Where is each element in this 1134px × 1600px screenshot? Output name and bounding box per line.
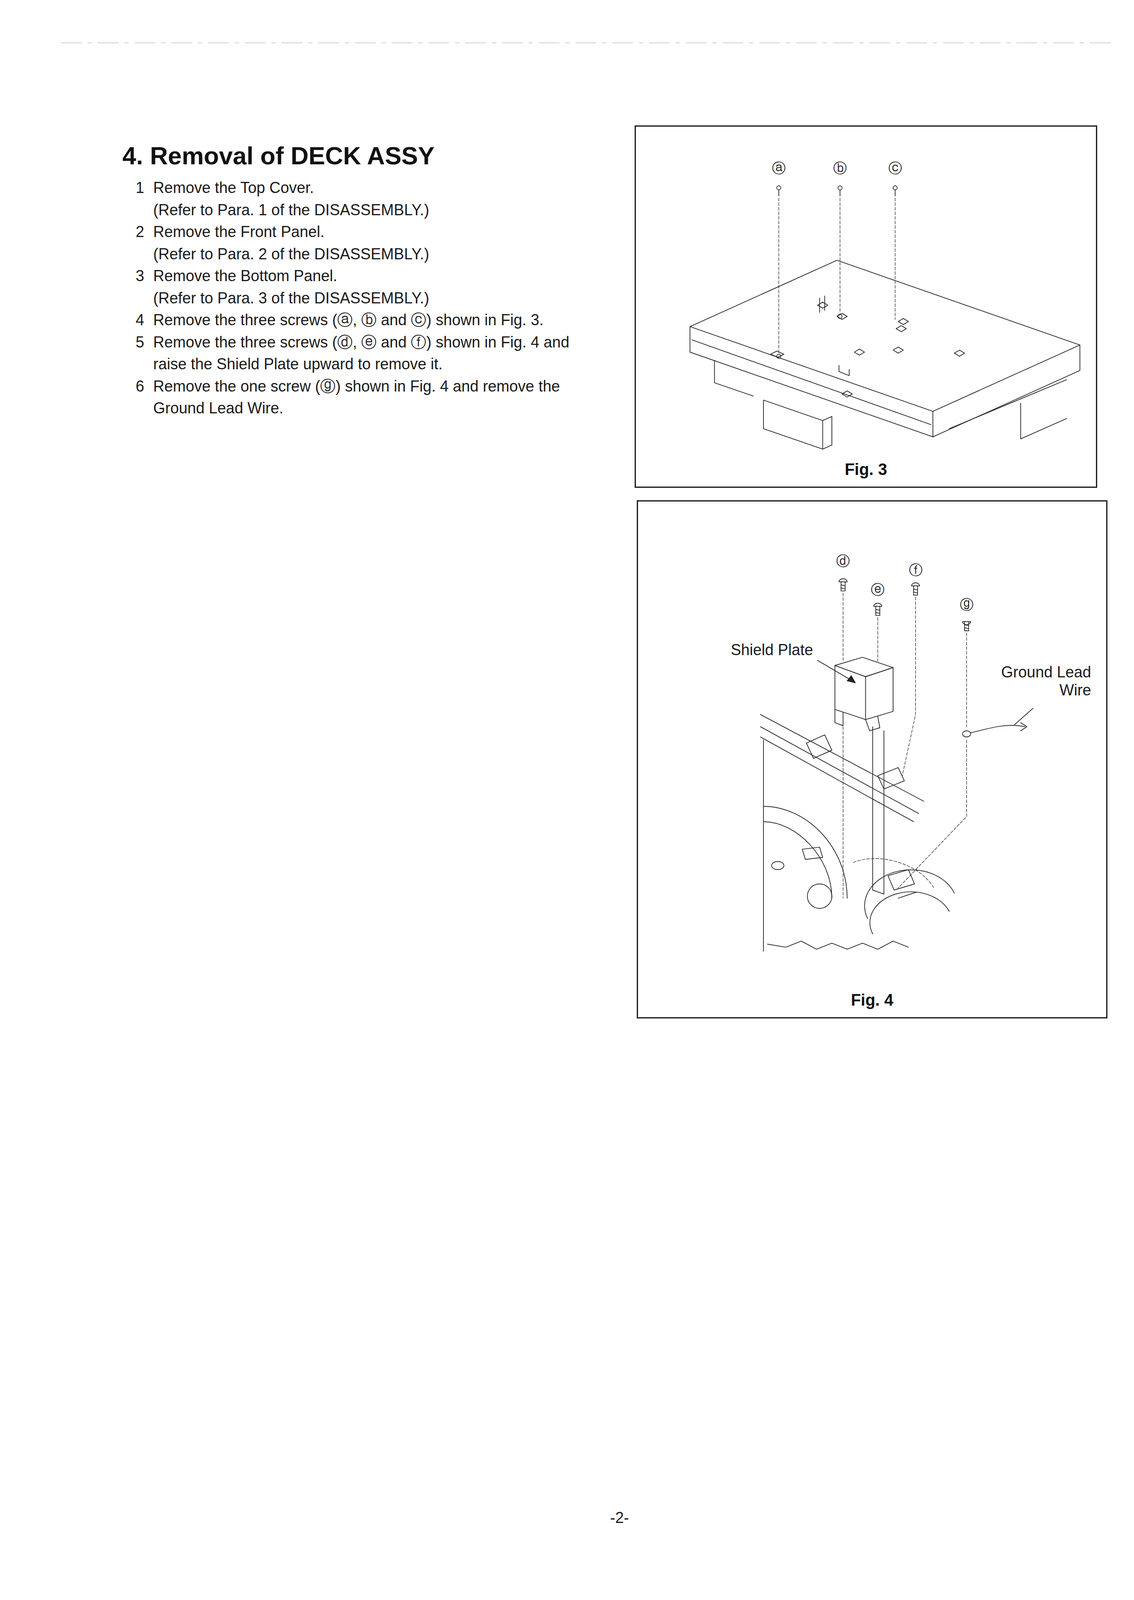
step-body: Remove the three screws (ⓐ, ⓑ and ⓒ) sho… — [153, 308, 582, 332]
step-text: (Refer to Para. 1 of the DISASSEMBLY.) — [153, 198, 582, 222]
figure-caption: Fig. 3 — [844, 460, 888, 479]
screw-c — [893, 185, 898, 190]
deck-assy-drawing — [689, 185, 1080, 449]
step: 1Remove the Top Cover.(Refer to Para. 1 … — [135, 176, 582, 221]
ground-lug — [962, 730, 971, 737]
step-body: Remove the Front Panel.(Refer to Para. 2… — [153, 220, 582, 265]
step-number: 2 — [135, 220, 154, 265]
step-body: Remove the Top Cover.(Refer to Para. 1 o… — [153, 176, 582, 221]
callout-letter: ⓑ — [833, 159, 847, 179]
ground-lead-wire — [970, 722, 1027, 734]
deck-front-face — [689, 326, 933, 437]
deck-tray-side — [822, 416, 832, 449]
reel-platter — [763, 806, 848, 899]
drawing — [61, 42, 1113, 952]
section-heading: 4. Removal of DECK ASSY — [122, 141, 435, 170]
step: 2Remove the Front Panel.(Refer to Para. … — [135, 220, 582, 265]
step-text: Remove the Front Panel. — [153, 220, 582, 244]
shield-plate-side — [865, 667, 894, 720]
step: 4Remove the three screws (ⓐ, ⓑ and ⓒ) sh… — [135, 308, 582, 332]
pinch-roller — [864, 869, 955, 935]
shield-plate-drawing — [760, 578, 1034, 952]
deck-tray — [763, 400, 823, 449]
step-list: 1Remove the Top Cover.(Refer to Para. 1 … — [135, 176, 582, 420]
hidden-outline — [853, 858, 934, 888]
step-text: Remove the one screw (ⓖ) shown in Fig. 4… — [153, 375, 582, 420]
support-column — [872, 726, 884, 894]
leader-line — [817, 660, 853, 681]
part-name: Shield Plate — [730, 641, 814, 660]
spindle — [771, 861, 784, 870]
step-number: 4 — [135, 308, 154, 332]
deck-leg — [714, 360, 754, 396]
deck-rails — [760, 714, 924, 952]
arrowhead — [847, 675, 856, 683]
deck-side-face — [932, 344, 1080, 437]
scan-line — [61, 42, 1113, 44]
figure-frame: Fig. 3 — [634, 125, 1098, 488]
deck-rail — [691, 339, 931, 425]
head-block — [802, 847, 823, 860]
deck-top-face — [689, 260, 1080, 412]
step-number: 5 — [135, 331, 154, 376]
screw-f — [911, 582, 920, 596]
step-number: 6 — [135, 375, 154, 420]
mechanism-parts — [887, 869, 917, 899]
callout-letter: ⓕ — [908, 561, 923, 580]
callout-letter: ⓖ — [959, 595, 974, 615]
deck-marks — [819, 296, 850, 376]
step-body: Remove the three screws (ⓓ, ⓔ and ⓕ) sho… — [153, 331, 582, 376]
callout-letter: ⓓ — [836, 552, 850, 571]
deck-bottom-edge — [949, 379, 1067, 439]
shield-plate-tabs — [834, 709, 880, 731]
step: 5Remove the three screws (ⓓ, ⓔ and ⓕ) sh… — [135, 331, 582, 376]
figure-frame: Fig. 4 — [636, 500, 1108, 1019]
screw-shanks — [778, 189, 896, 196]
screw-g — [962, 621, 971, 631]
screw-d — [839, 578, 848, 591]
step-text: (Refer to Para. 2 of the DISASSEMBLY.) — [153, 243, 582, 266]
figure-caption: Fig. 4 — [850, 991, 894, 1010]
screw-path-lines — [843, 593, 967, 899]
screw-holes — [817, 302, 965, 398]
shield-plate-top — [834, 657, 894, 677]
step-text: Remove the three screws (ⓐ, ⓑ and ⓒ) sho… — [153, 308, 582, 332]
screw-path-lines — [778, 198, 896, 354]
step: 6Remove the one screw (ⓖ) shown in Fig. … — [135, 375, 582, 420]
step-body: Remove the Bottom Panel.(Refer to Para. … — [153, 264, 582, 309]
step-text: (Refer to Para. 3 of the DISASSEMBLY.) — [153, 287, 582, 310]
callout-letter: ⓔ — [870, 580, 885, 600]
step-text: Remove the Bottom Panel. — [153, 264, 582, 288]
step-number: 3 — [135, 264, 154, 309]
callout-letter: ⓒ — [888, 159, 903, 179]
callout-letter: ⓐ — [771, 159, 786, 179]
cut-edge — [767, 941, 909, 950]
step-number: 1 — [135, 176, 154, 221]
screw-hole-mark — [770, 351, 784, 358]
reel-hub — [807, 884, 832, 909]
step-text: Remove the Top Cover. — [153, 176, 582, 199]
part-name: Ground Lead Wire — [984, 663, 1092, 700]
step-text: Remove the three screws (ⓓ, ⓔ and ⓕ) sho… — [153, 331, 582, 376]
screw-hole — [837, 314, 843, 319]
page-number: -2- — [610, 1508, 630, 1527]
step: 3Remove the Bottom Panel.(Refer to Para.… — [135, 264, 582, 309]
screw-b — [837, 185, 843, 190]
rail-brackets — [806, 734, 905, 789]
screw-e — [873, 603, 882, 616]
leader-line — [1014, 708, 1034, 725]
step-body: Remove the one screw (ⓖ) shown in Fig. 4… — [153, 375, 582, 420]
screw-a — [776, 185, 781, 190]
